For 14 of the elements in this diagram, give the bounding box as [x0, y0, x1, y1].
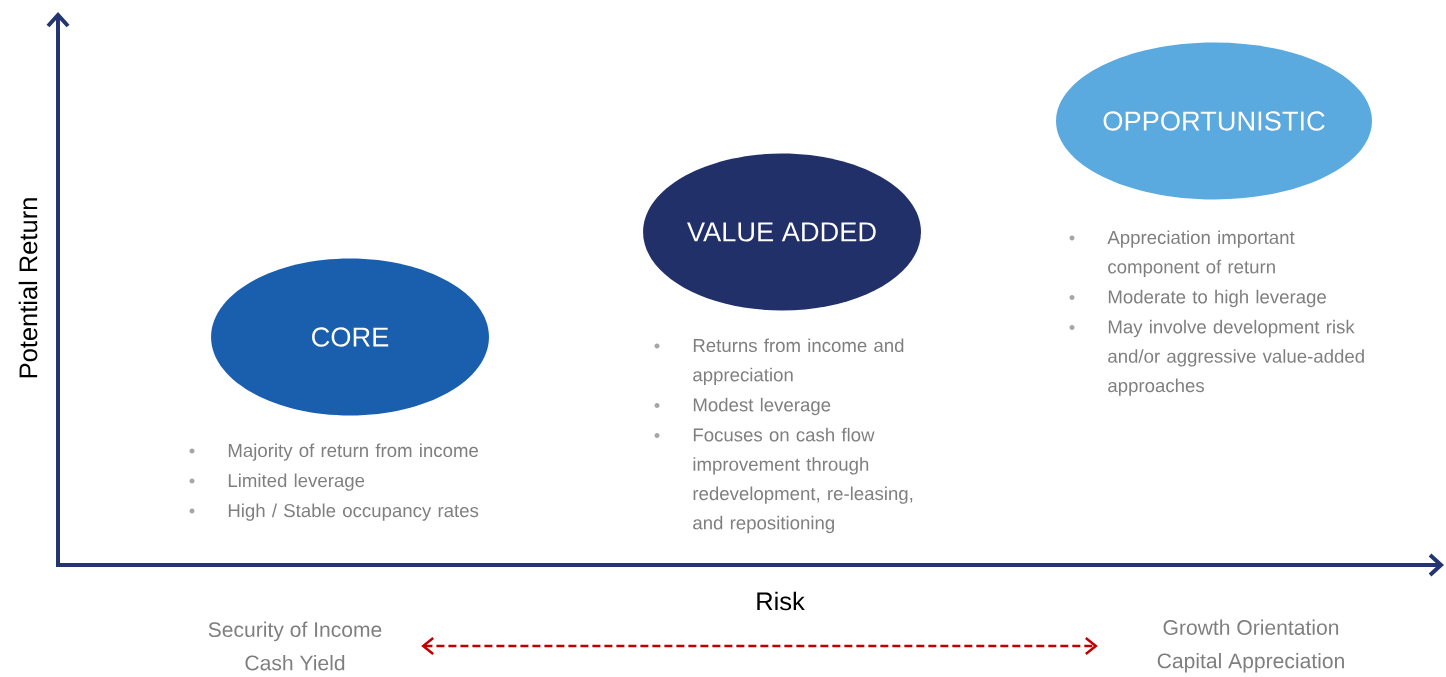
- axis-title: Risk: [757, 591, 805, 611]
- bullet-item: High / Stable occupancy rates: [189, 503, 479, 521]
- bullet-item: Moderate to high leverage: [1069, 289, 1326, 308]
- bullet-item: Returns from income and appreciation: [654, 338, 904, 386]
- double-arrow: [421, 637, 1098, 655]
- axis-title: Potential Return: [18, 198, 38, 378]
- bullet-item: Majority of return from income: [189, 443, 478, 461]
- bullet-item: Focuses on cash flow improvement through redevelopment, re-leasing, and repositioning: [654, 427, 913, 534]
- pole-label: Growth Orientation Capital Appreciation: [1157, 619, 1344, 673]
- bullet-item: Modest leverage: [654, 397, 831, 416]
- bullet-item: Appreciation important component of return: [1069, 230, 1295, 278]
- bullet-item: May involve development risk and/or aggressive value-added approaches: [1069, 319, 1364, 396]
- pole-label: Security of Income Cash Yield: [208, 621, 382, 671]
- bullet-item: Limited leverage: [189, 473, 365, 491]
